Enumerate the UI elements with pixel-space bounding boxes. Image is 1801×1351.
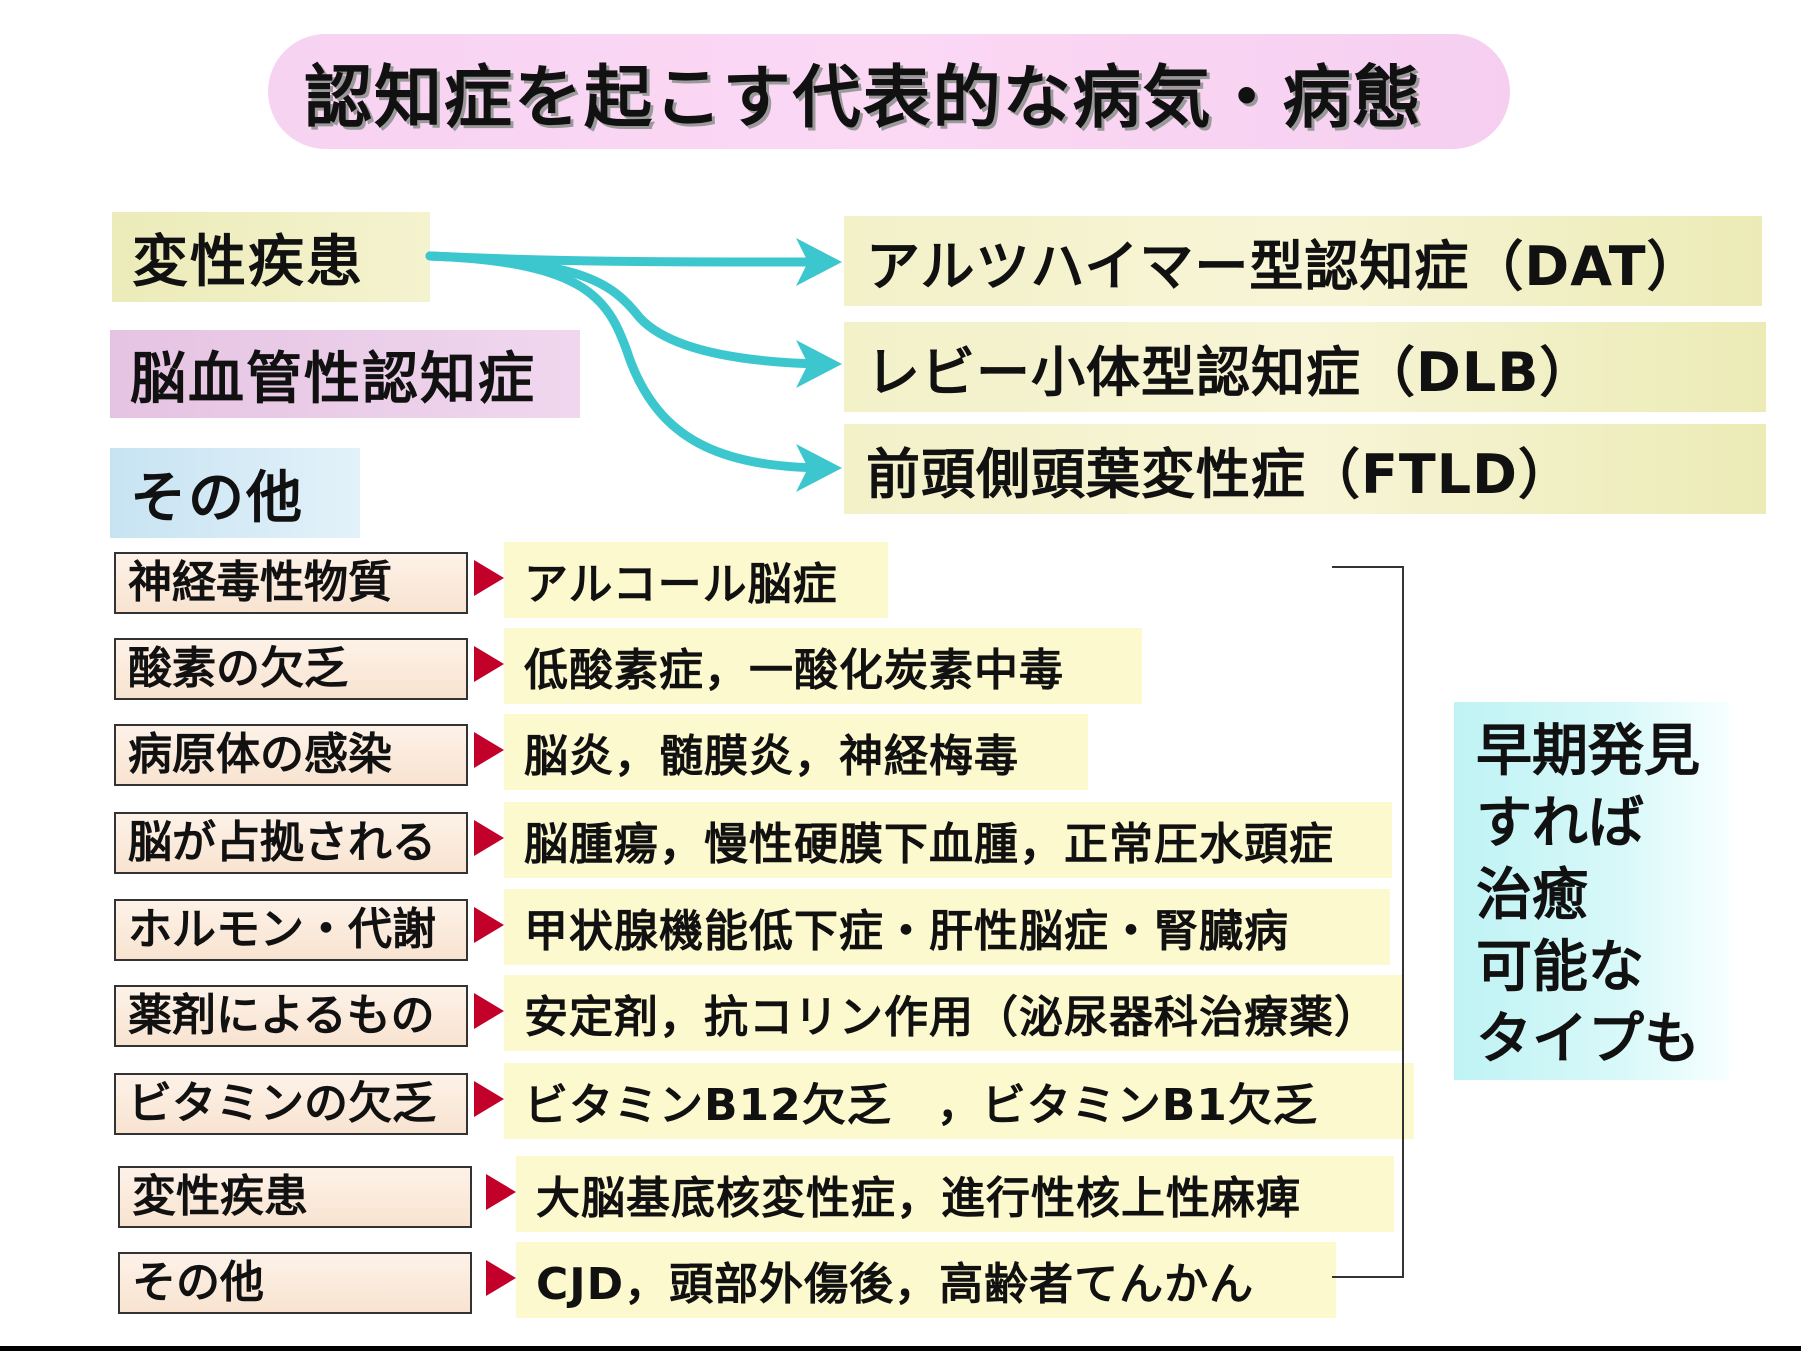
- triangle-marker-icon: [474, 646, 504, 682]
- cause-example: 低酸素症，一酸化炭素中毒: [504, 628, 1142, 704]
- callout-line: すれば: [1476, 791, 1644, 856]
- triangle-marker-icon: [474, 732, 504, 768]
- triangle-marker-icon: [474, 820, 504, 856]
- disease-dat: アルツハイマー型認知症（DAT）: [844, 216, 1762, 306]
- cause-label: 病原体の感染: [114, 724, 468, 786]
- cause-label: 脳が占拠される: [114, 812, 468, 874]
- cause-label: ビタミンの欠乏: [114, 1073, 468, 1135]
- callout-line: 治癒: [1476, 863, 1588, 928]
- bottom-rule: [0, 1346, 1801, 1351]
- triangle-marker-icon: [486, 1174, 516, 1210]
- callout-line: タイプも: [1476, 1007, 1700, 1072]
- disease-ftld: 前頭側頭葉変性症（FTLD）: [844, 424, 1766, 514]
- cause-label: 酸素の欠乏: [114, 638, 468, 700]
- category-degenerative: 変性疾患: [112, 212, 430, 302]
- triangle-marker-icon: [486, 1260, 516, 1296]
- arrowhead-ftld: [796, 444, 842, 492]
- arrow-to-dat: [425, 251, 825, 267]
- cause-example: 大脳基底核変性症，進行性核上性麻痺: [516, 1156, 1394, 1232]
- triangle-marker-icon: [474, 1081, 504, 1117]
- bracket: [1332, 566, 1404, 1278]
- triangle-marker-icon: [474, 907, 504, 943]
- cause-label: 神経毒性物質: [114, 552, 468, 614]
- arrowhead-dlb: [796, 340, 842, 388]
- cause-example: 安定剤，抗コリン作用（泌尿器科治療薬）: [504, 975, 1402, 1051]
- cause-label: ホルモン・代謝: [114, 899, 468, 961]
- triangle-marker-icon: [474, 993, 504, 1029]
- cause-label: その他: [118, 1252, 472, 1314]
- page-title: 認知症を起こす代表的な病気・病態: [268, 34, 1510, 149]
- category-other: その他: [110, 448, 360, 538]
- cause-label: 薬剤によるもの: [114, 985, 468, 1047]
- cause-example: 脳炎，髄膜炎，神経梅毒: [504, 714, 1088, 790]
- category-vascular: 脳血管性認知症: [110, 330, 580, 418]
- cause-example: 脳腫瘍，慢性硬膜下血腫，正常圧水頭症: [504, 802, 1392, 878]
- cause-example: アルコール脳症: [504, 542, 888, 618]
- cause-example: ビタミンB12欠乏 ，ビタミンB1欠乏: [504, 1063, 1414, 1139]
- triangle-marker-icon: [474, 560, 504, 596]
- callout-line: 可能な: [1476, 935, 1644, 1000]
- treatable-callout: 早期発見 すれば 治癒 可能な タイプも: [1454, 702, 1730, 1080]
- arrowhead-dat: [796, 238, 842, 286]
- cause-label: 変性疾患: [118, 1166, 472, 1228]
- cause-example: 甲状腺機能低下症・肝性脳症・腎臓病: [504, 889, 1390, 965]
- disease-dlb: レビー小体型認知症（DLB）: [844, 322, 1766, 412]
- callout-line: 早期発見: [1476, 719, 1700, 784]
- cause-example: CJD，頭部外傷後，高齢者てんかん: [516, 1242, 1336, 1318]
